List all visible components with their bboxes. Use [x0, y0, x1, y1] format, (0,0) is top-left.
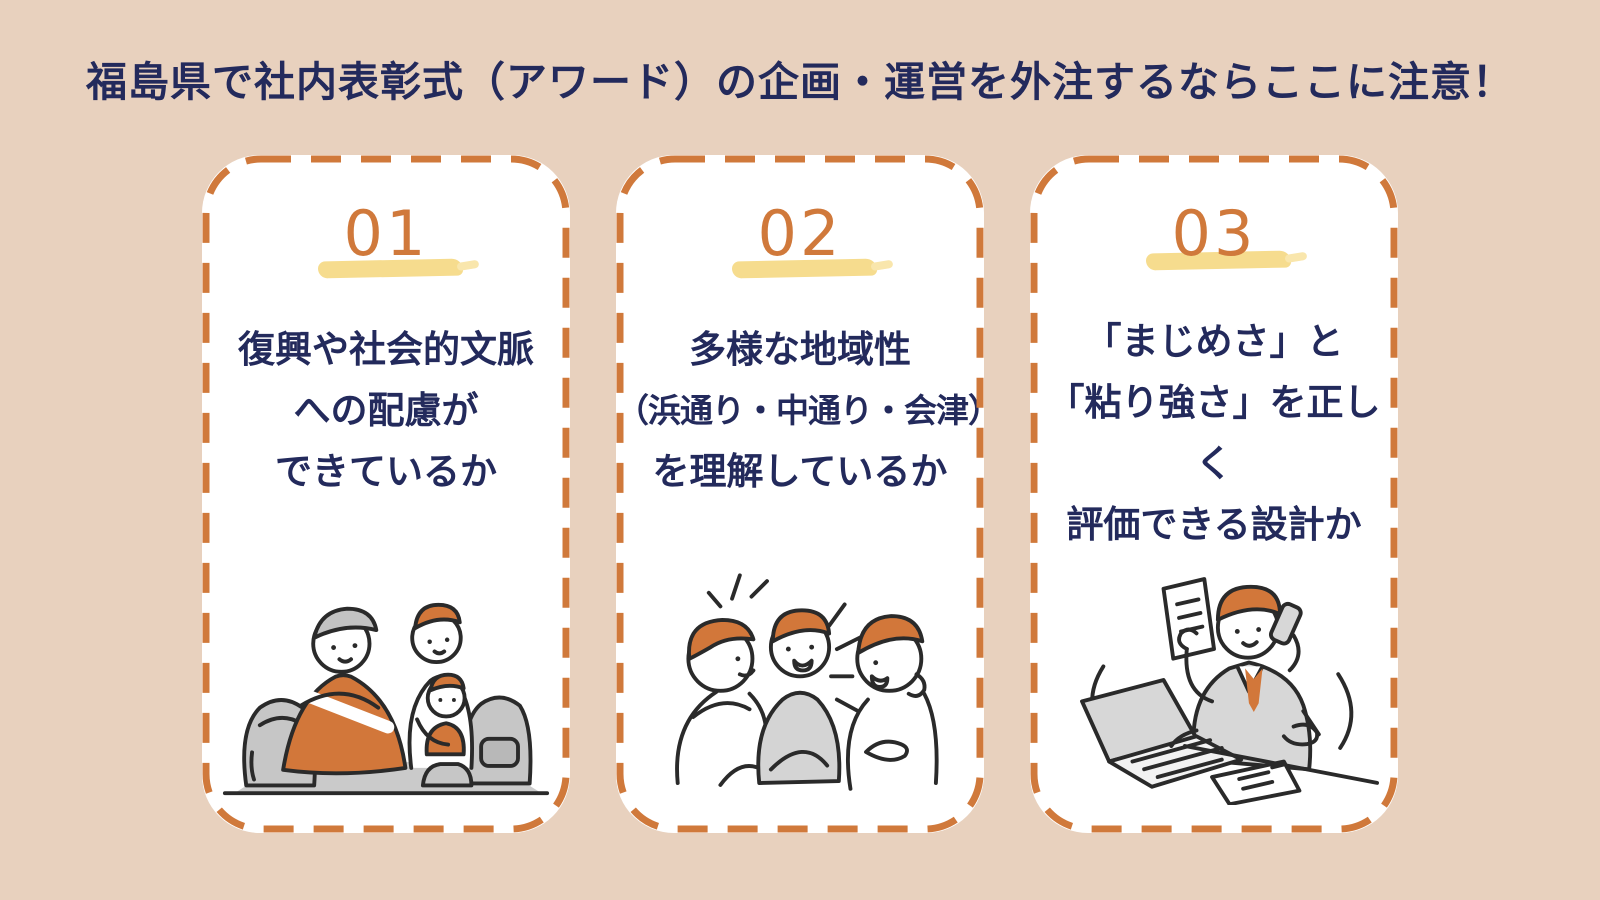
card-text-line: 「粘り強さ」を正しく: [1047, 381, 1381, 485]
talking-illustration-svg: [675, 573, 939, 791]
card-number: 01: [343, 197, 429, 270]
evacuee-family-with-blanket-and-backpacks-illustration: [202, 502, 570, 833]
card-text: 復興や社会的文脈 への配慮が できているか: [202, 319, 570, 502]
page-title: 福島県で社内表彰式（アワード）の企画・運営を外注するならここに注意！: [86, 58, 1514, 106]
card-point-3: 03 「まじめさ」と 「粘り強さ」を正しく 評価できる設計か: [1030, 155, 1398, 833]
card-number-block: 03: [1145, 197, 1291, 271]
card-number: 03: [1171, 197, 1257, 270]
businessman-illustration-svg: [1080, 577, 1379, 805]
card-text-line: 「まじめさ」と: [1084, 320, 1344, 363]
card-text-line: 評価できる設計か: [1066, 503, 1362, 546]
card-number: 02: [757, 197, 843, 270]
card-text: 多様な地域性 （浜通り・中通り・会津） を理解しているか: [616, 319, 1001, 502]
card-text-line: 多様な地域性: [689, 328, 911, 371]
family-illustration-svg: [222, 602, 550, 796]
card-text-line: を理解しているか: [652, 450, 948, 493]
card-point-2: 02 多様な地域性 （浜通り・中通り・会津） を理解しているか: [616, 155, 1001, 833]
card-number-block: 01: [317, 197, 463, 279]
card-number-block: 02: [731, 197, 877, 279]
three-people-talking-illustration: [616, 502, 984, 833]
card-point-1: 01 復興や社会的文脈 への配慮が できているか: [202, 155, 570, 833]
card-text-line: 復興や社会的文脈: [238, 328, 534, 371]
cards-row: 01 復興や社会的文脈 への配慮が できているか: [0, 155, 1600, 833]
card-text-line: （浜通り・中通り・会津）: [616, 391, 1001, 430]
card-text: 「まじめさ」と 「粘り強さ」を正しく 評価できる設計か: [1030, 311, 1398, 555]
busy-businessman-at-desk-illustration: [1030, 555, 1398, 833]
card-text-line: への配慮が: [293, 389, 479, 432]
card-text-line: できているか: [275, 450, 497, 493]
